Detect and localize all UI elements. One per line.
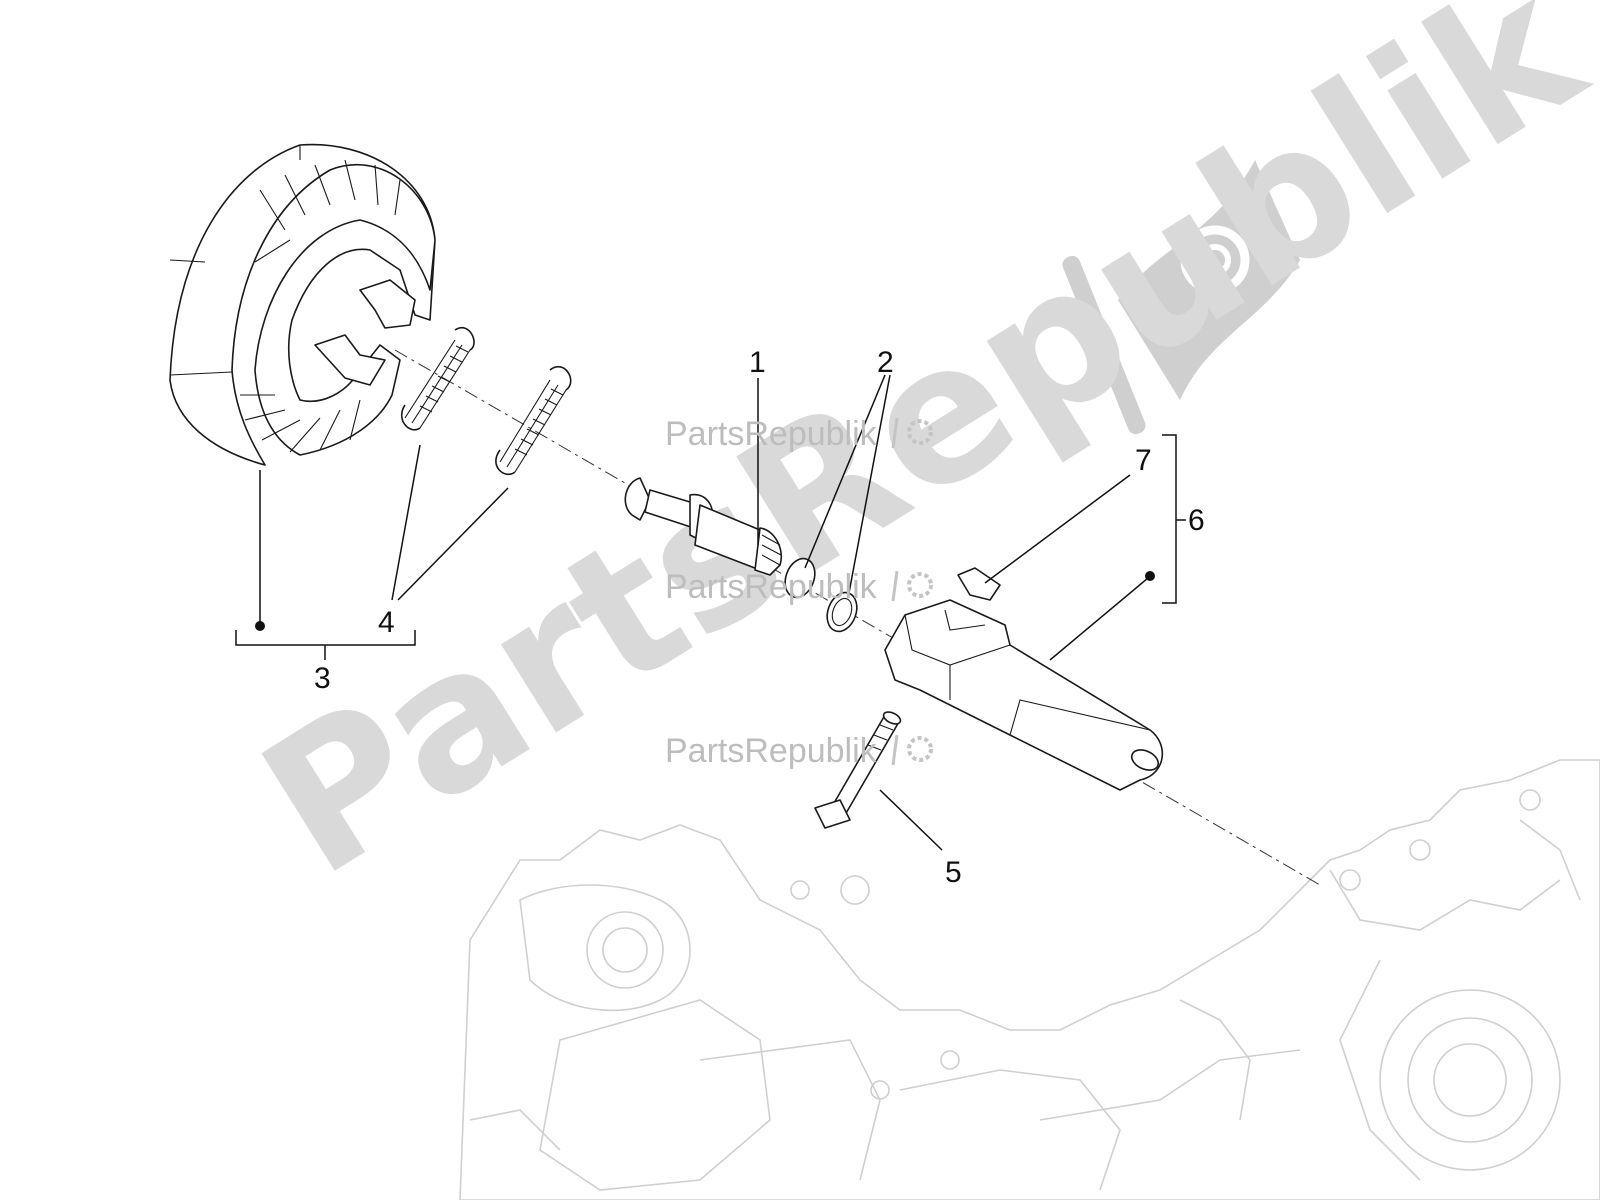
o-ring-icon: [784, 557, 858, 633]
callout-4: 4: [378, 606, 395, 639]
brake-lever-icon: [884, 599, 1164, 791]
gear-flag-icon: [1062, 160, 1300, 435]
callout-2: 2: [877, 346, 894, 379]
callout-3: 3: [314, 662, 331, 695]
watermark-small-text-1: PartsRepublik: [665, 415, 878, 453]
watermark-small-text-3: PartsRepublik: [665, 732, 878, 770]
watermark-large-text: PartsRepublik: [227, 0, 1600, 918]
brake-shoe-set-icon: [169, 143, 436, 466]
callout-7: 7: [1135, 444, 1152, 477]
engine-crankcase-icon: [459, 759, 1600, 1200]
assembly-axis: [394, 349, 1321, 886]
return-spring-icon: [400, 326, 572, 475]
callout-6: 6: [1188, 504, 1205, 537]
callout-1: 1: [749, 346, 766, 379]
watermark-small-gear-icons: [891, 417, 933, 766]
callout-5: 5: [945, 856, 962, 889]
leader-lines: [235, 374, 1186, 851]
flange-bolt-icon: [814, 711, 902, 829]
wear-indicator-icon: [957, 567, 1001, 601]
watermark-small-text-2: PartsRepublik: [665, 568, 878, 606]
brake-cam-shaft-icon: [624, 477, 782, 576]
